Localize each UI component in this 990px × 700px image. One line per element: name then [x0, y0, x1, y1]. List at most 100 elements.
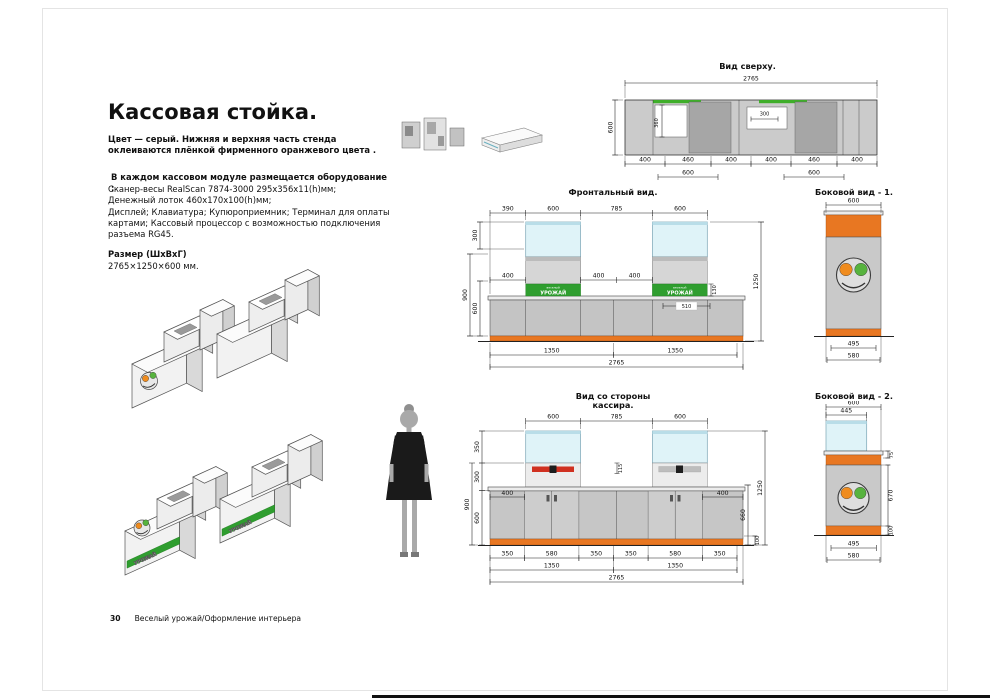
dim-label: 460	[682, 157, 694, 164]
dim-label: 600	[474, 512, 481, 524]
dim-label: 580	[546, 550, 558, 557]
cashier-view: Вид со стороны кассира.	[448, 391, 778, 610]
dim-label: 600	[848, 401, 860, 407]
cashier-view-drawing: 600 785 600 350 300 600 900 115 660 1250…	[464, 413, 768, 585]
dim-label: 1350	[544, 562, 560, 569]
footer-text: Веселый урожай/Оформление интерьера	[134, 614, 302, 623]
logo-small-text: веселый	[673, 286, 686, 290]
logo-brand-text: УРОЖАЙ	[540, 289, 566, 297]
side-view-1-drawing: 600 495 580	[814, 198, 894, 364]
top-view: Вид сверху. 2765 600 360	[605, 61, 890, 193]
dim-label: 900	[462, 289, 469, 301]
cashier-view-title-line2: кассира.	[592, 400, 634, 411]
isometric-view-2: УРОЖАЙ УРОЖАЙ	[124, 434, 324, 576]
cashier-modules	[525, 430, 708, 488]
front-view-title: Фронтальный вид.	[568, 187, 658, 197]
dim-label: 600	[547, 206, 559, 213]
side-view-1-title: Боковой вид - 1.	[815, 187, 893, 197]
dim-label: 900	[464, 498, 471, 510]
side-view-2-title: Боковой вид - 2.	[815, 391, 893, 401]
size-label: Размер (ШхВхГ)	[108, 249, 187, 259]
dim-label: 400	[501, 490, 513, 497]
dim-label: 130	[712, 286, 718, 296]
isometric-view-1	[131, 269, 321, 409]
dim-label: 75	[889, 452, 895, 458]
logo-brand-text: УРОЖАЙ	[667, 289, 693, 297]
dim-label: 400	[725, 157, 737, 164]
dim-label: 350	[625, 550, 637, 557]
dim-label: 1350	[667, 562, 683, 569]
dim-label: 1250	[757, 480, 764, 496]
dim-label: 580	[669, 550, 681, 557]
dim-label: 460	[808, 157, 820, 164]
side1-dimensions: 600 495 580	[825, 198, 882, 364]
front-view: Фронтальный вид. веселый УРОЖАЙ	[448, 187, 778, 401]
dim-label: 1350	[544, 348, 560, 355]
dim-label: 600	[608, 122, 615, 134]
logo-small-text: веселый	[547, 286, 560, 290]
top-view-drawing: 2765 600 360 300 400 460 400 400 460 400…	[608, 76, 878, 181]
dim-label: 785	[611, 413, 623, 420]
dim-label: 2765	[609, 360, 625, 367]
iso1-unit-b	[216, 269, 321, 379]
front-dimensions: 390 600 785 600 300 900 600 1250 400 400	[462, 206, 764, 371]
side2-body	[814, 421, 894, 537]
size-value: 2765×1250×600 мм.	[108, 261, 199, 271]
dim-label: 600	[808, 170, 820, 177]
dim-label: 300	[472, 230, 479, 242]
iso1-unit-a	[131, 299, 236, 409]
dim-label: 785	[611, 206, 623, 213]
top-view-body	[624, 100, 878, 156]
intro-paragraph: Цвет — серый. Нижняя и верхняя часть сте…	[108, 134, 377, 156]
dim-label: 400	[629, 273, 641, 280]
smiley-logo-icon	[835, 257, 872, 293]
dim-label: 350	[474, 441, 481, 453]
page-frame	[42, 8, 948, 691]
dim-label: 100	[755, 536, 761, 546]
dim-label: 1350	[667, 348, 683, 355]
cashier-view-title: Вид со стороны кассира.	[448, 391, 778, 411]
dim-label: 2765	[743, 76, 759, 83]
page-title: Кассовая стойка.	[108, 100, 318, 124]
dim-label: 400	[717, 490, 729, 497]
cashier-dimensions: 600 785 600 350 300 600 900 115 660 1250…	[464, 413, 768, 585]
dim-label: 600	[674, 206, 686, 213]
dim-label: 350	[501, 550, 513, 557]
dim-label: 390	[502, 206, 514, 213]
side2-dimensions: 600 445 75 670 100 495 580	[825, 400, 895, 564]
dim-label: 360	[654, 119, 660, 129]
page-edge-line	[372, 695, 990, 698]
top-view-title: Вид сверху.	[719, 61, 776, 71]
dim-label: 580	[848, 353, 860, 360]
dim-label: 670	[888, 490, 895, 502]
dim-label: 400	[851, 157, 863, 164]
thumbnail-scanner-icon	[480, 127, 544, 153]
dim-label: 100	[889, 526, 895, 536]
dim-label: 400	[639, 157, 651, 164]
dim-label: 580	[848, 553, 860, 560]
dim-label: 660	[740, 509, 747, 521]
side-view-2: Боковой вид - 2. 600 445	[798, 391, 910, 615]
side1-body	[814, 211, 894, 338]
smiley-logo-icon	[837, 482, 870, 515]
dim-label: 445	[840, 408, 852, 415]
page-number: 30	[110, 614, 121, 623]
side-view-1: Боковой вид - 1. 600 495	[798, 187, 910, 401]
dim-label: 400	[593, 273, 605, 280]
human-figure	[386, 404, 432, 557]
page-footer: 30 Веселый урожай/Оформление интерьера	[110, 614, 301, 623]
dim-label: 300	[760, 112, 770, 118]
reference-thumbnails	[401, 117, 544, 153]
dim-label: 400	[765, 157, 777, 164]
front-module-2: веселый УРОЖАЙ	[652, 222, 708, 297]
dim-label: 600	[472, 303, 479, 315]
iso2-unit-a: УРОЖАЙ	[124, 466, 229, 576]
dim-label: 300	[474, 471, 481, 483]
top-view-dimensions: 2765 600 360 300 400 460 400 400 460 400…	[608, 76, 878, 181]
dim-label: 495	[848, 541, 860, 548]
cashier-view-title-line1: Вид со стороны	[575, 391, 651, 401]
front-view-drawing: веселый УРОЖАЙ веселый УРОЖАЙ 390 600 78…	[462, 206, 764, 371]
dim-label: 1250	[753, 274, 760, 290]
dim-label: 510	[682, 304, 692, 310]
